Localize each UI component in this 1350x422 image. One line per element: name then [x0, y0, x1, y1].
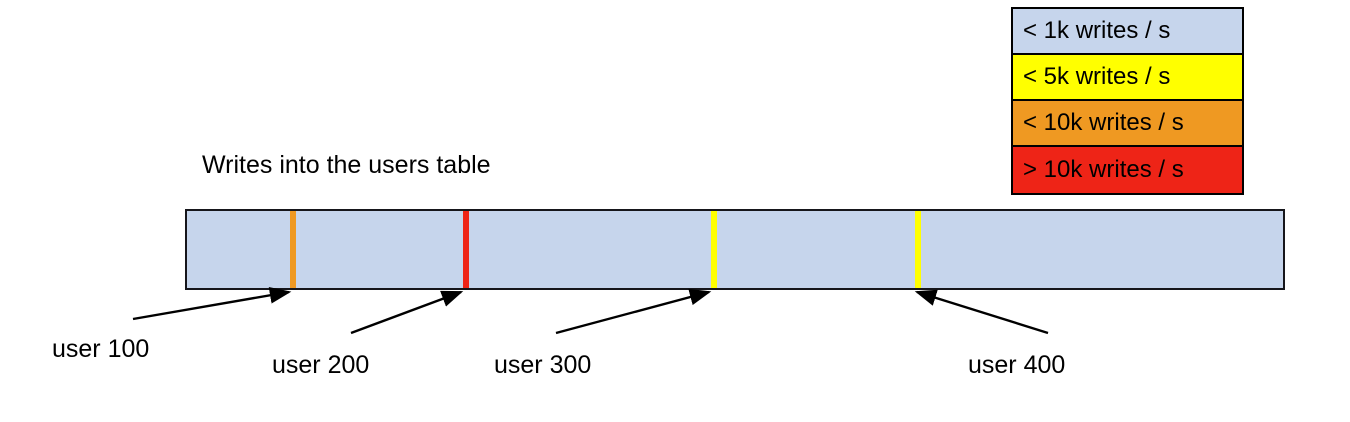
bar-title: Writes into the users table — [202, 151, 491, 179]
legend-label-gt-10k: > 10k writes / s — [1023, 156, 1184, 183]
legend-row-gt-10k: > 10k writes / s — [1013, 147, 1242, 193]
legend: < 1k writes / s < 5k writes / s < 10k wr… — [1011, 7, 1244, 195]
label-user-100: user 100 — [52, 335, 150, 363]
legend-row-lt-5k: < 5k writes / s — [1013, 55, 1242, 101]
legend-row-lt-1k: < 1k writes / s — [1013, 9, 1242, 55]
arrow-user-100 — [132, 286, 292, 321]
users-table-bar — [185, 209, 1285, 290]
divider-user-400 — [915, 211, 921, 288]
label-user-300: user 300 — [494, 351, 592, 379]
legend-label-lt-1k: < 1k writes / s — [1023, 17, 1171, 44]
label-user-200: user 200 — [272, 351, 370, 379]
legend-label-lt-10k: < 10k writes / s — [1023, 109, 1184, 136]
arrow-user-200 — [350, 290, 464, 335]
arrow-user-300 — [555, 288, 712, 335]
divider-user-300 — [711, 211, 717, 288]
bar-fill — [187, 211, 1283, 288]
arrow-user-400 — [914, 289, 1049, 335]
legend-label-lt-5k: < 5k writes / s — [1023, 63, 1171, 90]
divider-user-200 — [463, 211, 469, 288]
divider-user-100 — [290, 211, 296, 288]
legend-row-lt-10k: < 10k writes / s — [1013, 101, 1242, 147]
label-user-400: user 400 — [968, 351, 1066, 379]
